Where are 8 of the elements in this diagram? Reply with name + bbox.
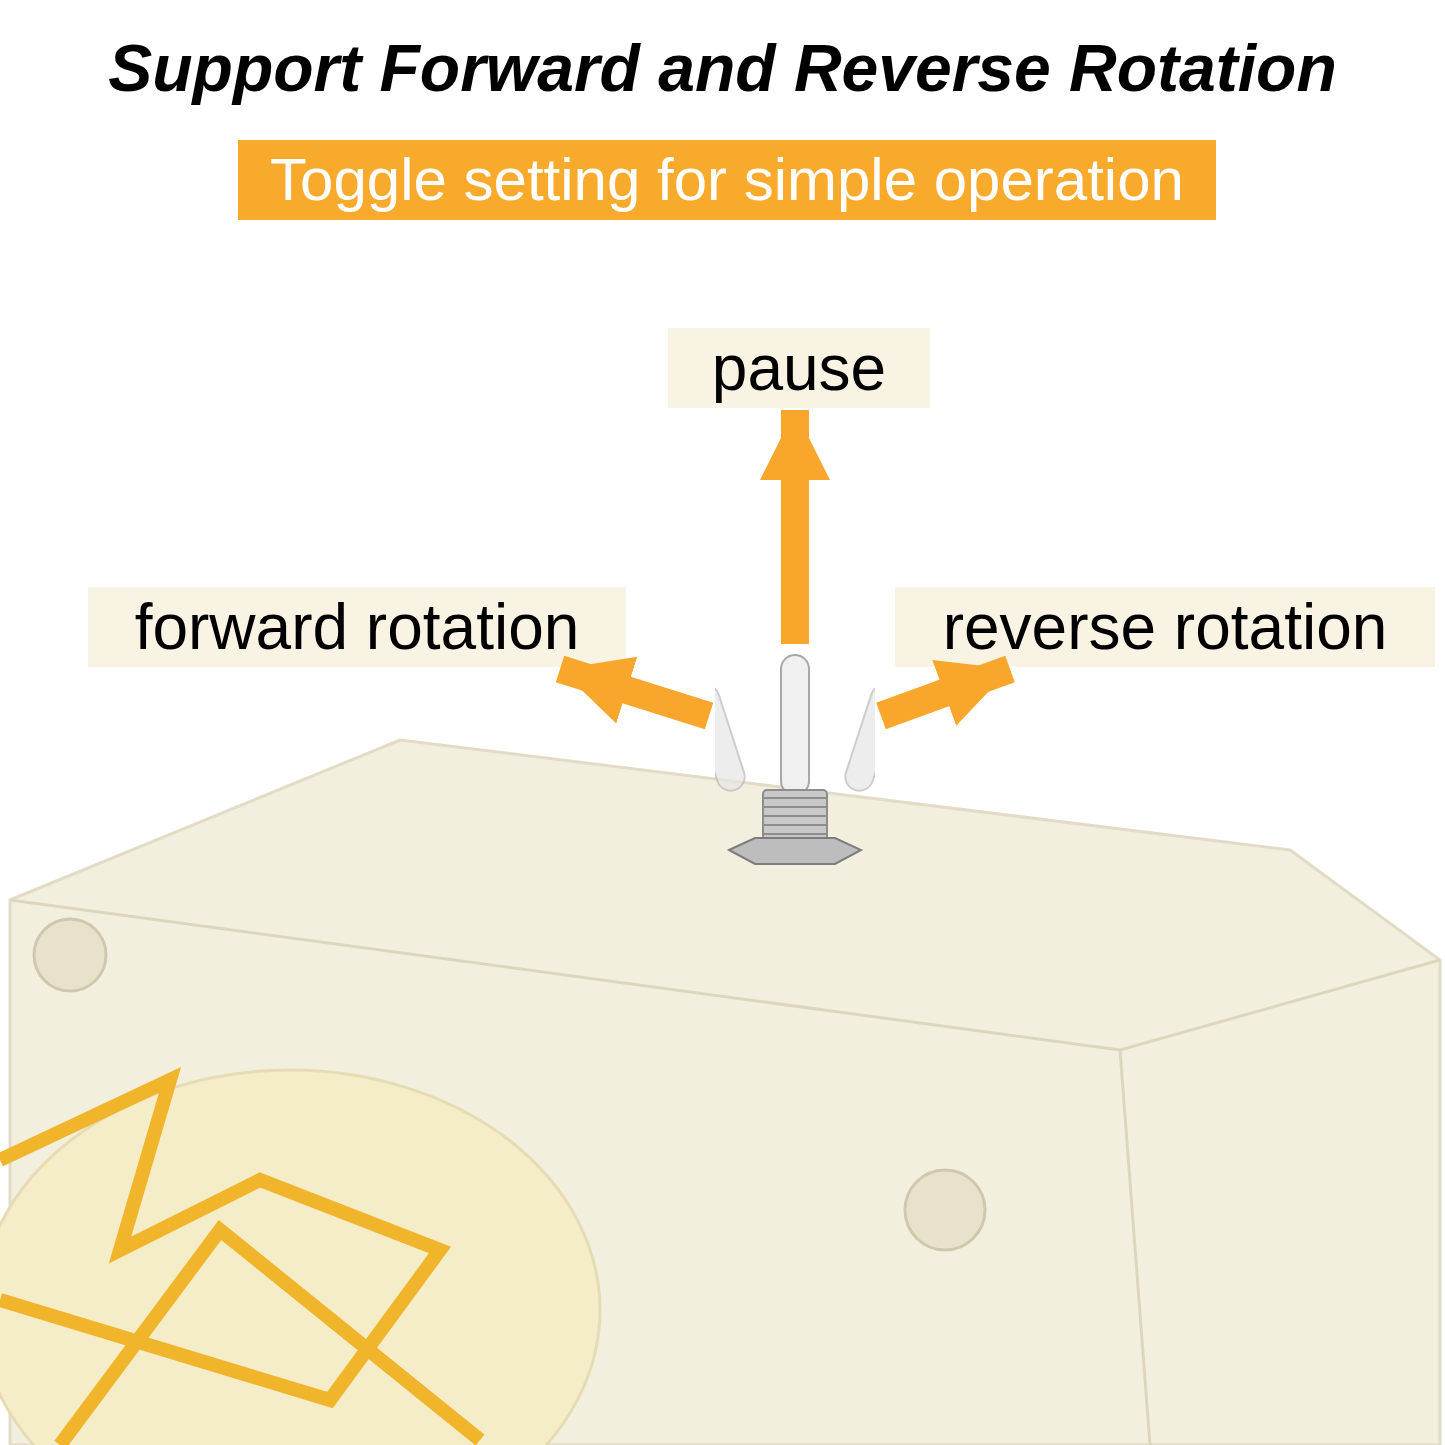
mode-label: reverse rotation bbox=[895, 587, 1435, 667]
arrow bbox=[876, 655, 1015, 730]
arrow bbox=[555, 655, 714, 730]
title: Support Forward and Reverse Rotation bbox=[108, 30, 1337, 106]
mode-label: forward rotation bbox=[88, 587, 626, 667]
subtitle-banner: Toggle setting for simple operation bbox=[238, 140, 1216, 220]
arrow bbox=[760, 410, 830, 644]
mode-label: pause bbox=[668, 328, 930, 408]
